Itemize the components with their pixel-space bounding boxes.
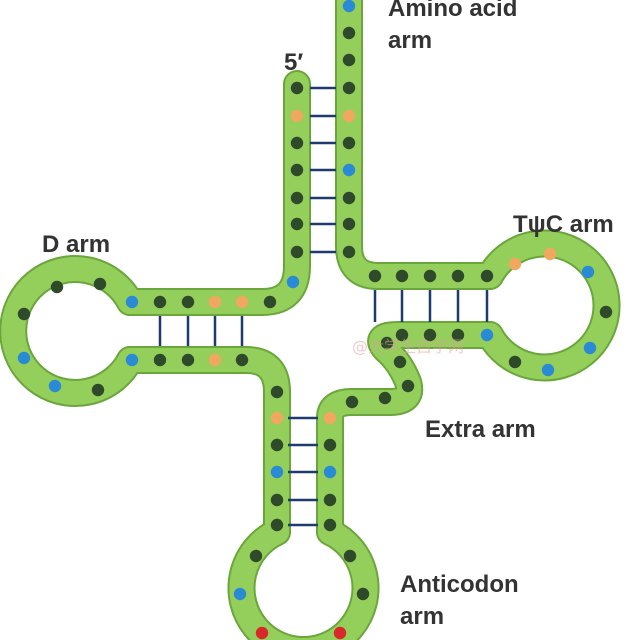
nucleotide-blue xyxy=(342,0,356,13)
nucleotide-blue xyxy=(125,295,139,309)
nucleotide-orange xyxy=(290,109,304,123)
nucleotide-dark xyxy=(423,328,437,342)
nucleotide-dark xyxy=(323,518,337,532)
strand-d-to-anticodon xyxy=(118,348,289,544)
nucleotide-dark xyxy=(345,395,359,409)
nucleotide-orange xyxy=(208,353,222,367)
nucleotide-blue xyxy=(541,363,555,377)
nucleotide-orange xyxy=(508,257,522,271)
nucleotide-dark xyxy=(378,391,392,405)
backbone-layer xyxy=(0,0,621,640)
nucleotide-dark xyxy=(181,295,195,309)
nucleotide-dark xyxy=(380,336,394,350)
nucleotide-dark xyxy=(342,81,356,95)
strand-5prime-to-d-arm xyxy=(118,72,309,314)
nucleotide-blue xyxy=(125,353,139,367)
nucleotide-blue xyxy=(233,587,247,601)
nucleotide-blue xyxy=(581,265,595,279)
strand-anticodon-loop xyxy=(229,520,378,640)
nucleotide-dark xyxy=(342,53,356,67)
nucleotide-dark xyxy=(342,245,356,259)
nucleotide-blue xyxy=(17,351,31,365)
strand-tpsic-loop xyxy=(478,231,619,380)
nucleotide-dark xyxy=(599,305,613,319)
five-prime-label: 5′ xyxy=(284,49,303,76)
nucleotide-orange xyxy=(543,247,557,261)
nucleotide-dark xyxy=(343,549,357,563)
nucleotide-dark xyxy=(153,353,167,367)
nucleotide-dark xyxy=(235,353,249,367)
nucleotide-dark xyxy=(451,328,465,342)
nucleotide-dark xyxy=(401,379,415,393)
anticodon-arm-label-line1: Anticodon xyxy=(400,571,519,598)
nucleotide-blue xyxy=(480,328,494,342)
nucleotide-dark xyxy=(393,355,407,369)
strand-d-to-anticodon-edge xyxy=(116,346,291,546)
nucleotide-orange xyxy=(342,109,356,123)
strand-5prime-to-d-arm-edge xyxy=(116,70,311,316)
nucleotide-dark xyxy=(323,438,337,452)
nucleotide-dark xyxy=(342,217,356,231)
nucleotide-dark xyxy=(423,269,437,283)
nucleotide-dark xyxy=(270,493,284,507)
nucleotide-dark xyxy=(368,269,382,283)
nucleotide-dark xyxy=(323,493,337,507)
nucleotide-dark xyxy=(249,549,263,563)
nucleotide-orange xyxy=(270,411,284,425)
nucleotide-dark xyxy=(290,136,304,150)
nucleotide-dark xyxy=(356,587,370,601)
nucleotide-dark xyxy=(290,191,304,205)
nucleotide-dark xyxy=(17,307,31,321)
nucleotide-dark xyxy=(270,385,284,399)
nucleotide-dark xyxy=(480,269,494,283)
nucleotide-dark xyxy=(153,295,167,309)
nucleotide-blue xyxy=(270,465,284,479)
nucleotide-dark xyxy=(270,518,284,532)
base-pair-layer xyxy=(158,86,489,527)
nucleotide-dark xyxy=(342,191,356,205)
nucleotide-layer xyxy=(17,0,613,640)
nucleotide-blue xyxy=(48,379,62,393)
nucleotide-dark xyxy=(395,269,409,283)
extra-arm-label: Extra arm xyxy=(425,416,536,443)
nucleotide-red xyxy=(255,626,269,640)
nucleotide-orange xyxy=(323,411,337,425)
nucleotide-dark xyxy=(290,245,304,259)
d-arm-label: D arm xyxy=(42,231,110,258)
amino-acid-arm-label-line2: arm xyxy=(388,27,432,54)
nucleotide-dark xyxy=(50,280,64,294)
nucleotide-blue xyxy=(342,163,356,177)
amino-acid-arm-label-line1: Amino acid xyxy=(388,0,517,22)
nucleotide-dark xyxy=(91,383,105,397)
nucleotide-red xyxy=(333,626,347,640)
nucleotide-dark xyxy=(508,355,522,369)
nucleotide-dark xyxy=(93,277,107,291)
nucleotide-blue xyxy=(323,465,337,479)
tpsic-arm-label: TψC arm xyxy=(513,211,614,238)
nucleotide-dark xyxy=(181,353,195,367)
watermark: @大学生自学网 xyxy=(352,337,464,356)
nucleotide-blue xyxy=(583,341,597,355)
strand-d-loop xyxy=(1,257,142,405)
nucleotide-dark xyxy=(270,438,284,452)
nucleotide-dark xyxy=(263,295,277,309)
nucleotide-dark xyxy=(342,26,356,40)
nucleotide-dark xyxy=(395,328,409,342)
anticodon-arm-label-line2: arm xyxy=(400,603,444,630)
nucleotide-orange xyxy=(208,295,222,309)
nucleotide-dark xyxy=(451,269,465,283)
nucleotide-dark xyxy=(290,217,304,231)
nucleotide-dark xyxy=(342,136,356,150)
nucleotide-dark xyxy=(290,81,304,95)
nucleotide-orange xyxy=(235,295,249,309)
nucleotide-dark xyxy=(290,163,304,177)
nucleotide-blue xyxy=(286,275,300,289)
